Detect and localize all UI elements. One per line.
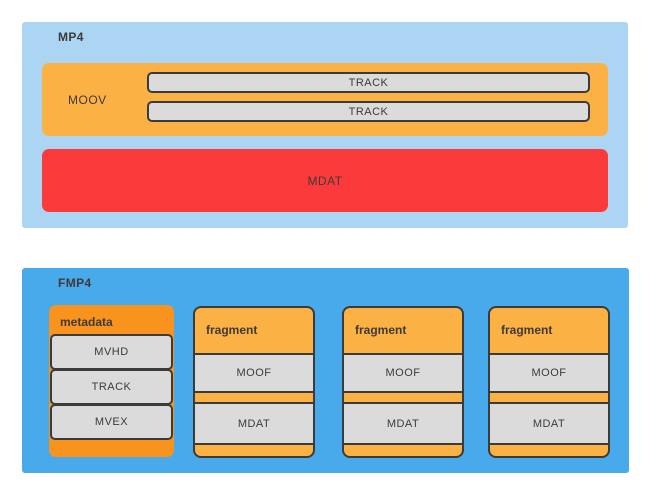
metadata-item-mvex: MVEX (50, 404, 173, 440)
moof-row: MOOF (344, 353, 462, 393)
fmp4-panel: FMP4 metadata MVHD TRACK MVEX fragment M… (22, 268, 629, 473)
fragment-box: fragment MOOF MDAT (193, 306, 315, 458)
metadata-box: metadata MVHD TRACK MVEX (49, 305, 174, 457)
mdat-row: MDAT (490, 402, 608, 445)
track-bar: TRACK (147, 72, 590, 93)
mp4-panel-title: MP4 (58, 30, 84, 44)
track-list: TRACK TRACK (147, 72, 590, 122)
metadata-item-mvhd: MVHD (50, 334, 173, 370)
fragment-box: fragment MOOF MDAT (342, 306, 464, 458)
mdat-box: MDAT (42, 149, 608, 212)
fragment-spacer (195, 393, 313, 402)
moof-row: MOOF (195, 353, 313, 393)
track-bar: TRACK (147, 101, 590, 122)
fmp4-panel-title: FMP4 (58, 276, 92, 290)
moof-row: MOOF (490, 353, 608, 393)
mp4-panel: MP4 MOOV TRACK TRACK MDAT (22, 22, 628, 228)
fragment-spacer (344, 393, 462, 402)
metadata-item-track: TRACK (50, 369, 173, 405)
fragment-label: fragment (355, 323, 407, 337)
metadata-label: metadata (60, 315, 113, 329)
mdat-row: MDAT (344, 402, 462, 445)
metadata-item-list: MVHD TRACK MVEX (50, 334, 173, 440)
moov-box: MOOV TRACK TRACK (42, 63, 608, 136)
moov-label: MOOV (68, 92, 107, 107)
fragment-spacer (490, 393, 608, 402)
fragment-box: fragment MOOF MDAT (488, 306, 610, 458)
fragment-label: fragment (501, 323, 553, 337)
mdat-row: MDAT (195, 402, 313, 445)
fragment-label: fragment (206, 323, 258, 337)
